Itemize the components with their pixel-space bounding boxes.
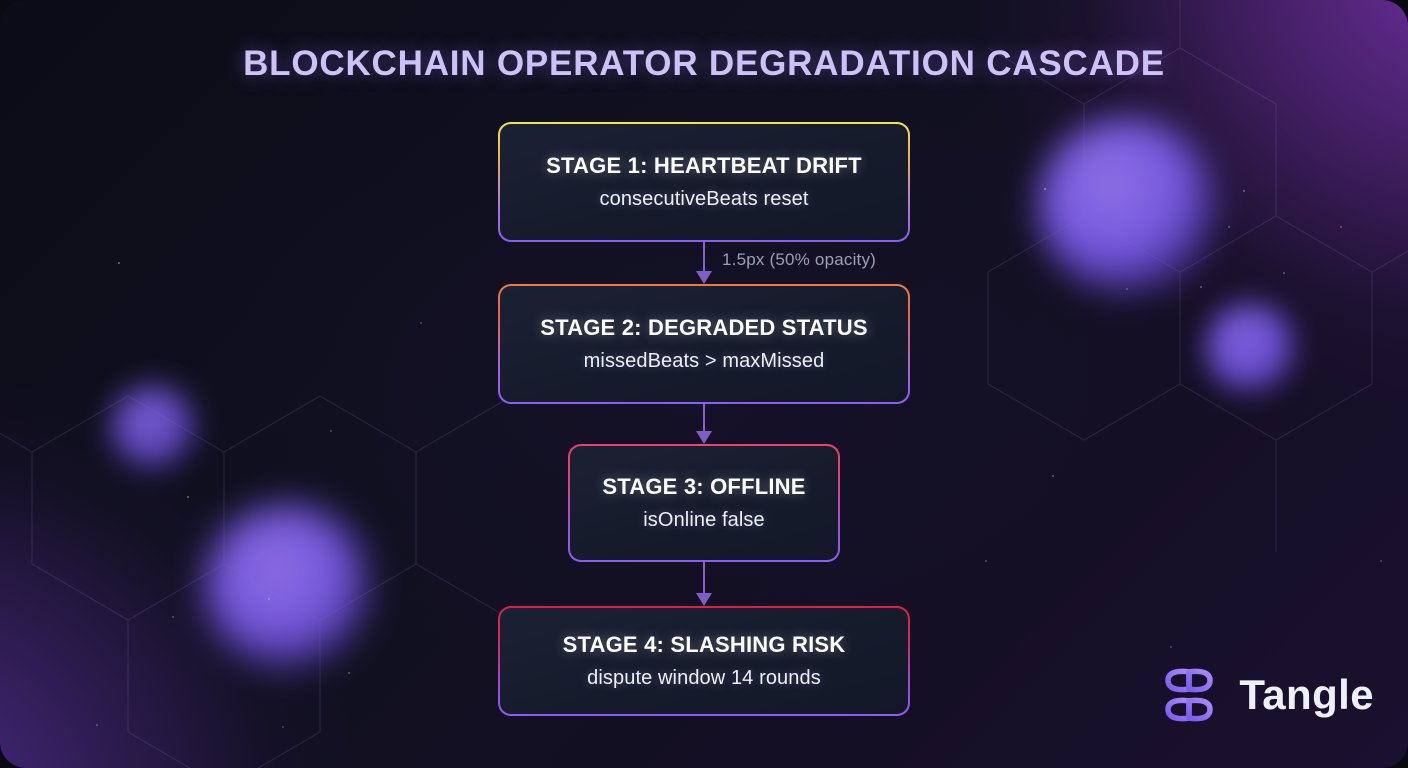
tangle-knot-icon — [1165, 668, 1214, 722]
connector-line — [703, 242, 705, 271]
arrow-head-icon — [696, 593, 712, 606]
connector-label: 1.5px (50% opacity) — [722, 250, 877, 269]
page-title: BLOCKCHAIN OPERATOR DEGRADATION CASCADE — [243, 44, 1165, 83]
brand-name: Tangle — [1239, 671, 1374, 718]
flow-node-subtitle: missedBeats > maxMissed — [583, 350, 825, 372]
flow-connector-1-2 — [696, 242, 712, 284]
flow-connector-2-3 — [696, 404, 712, 444]
flow-node-title: STAGE 4: SLASHING RISK — [562, 632, 846, 657]
flow-node-stage-1[interactable]: STAGE 1: HEARTBEAT DRIFT consecutiveBeat… — [498, 122, 910, 242]
flow-node-title: STAGE 1: HEARTBEAT DRIFT — [546, 153, 862, 178]
connector-line — [703, 562, 705, 593]
flow-node-subtitle: isOnline false — [643, 509, 765, 531]
flow-node-stage-2[interactable]: STAGE 2: DEGRADED STATUS missedBeats > m… — [498, 284, 910, 404]
flow-node-body: STAGE 4: SLASHING RISK dispute window 14… — [500, 608, 908, 714]
flow-node-subtitle: consecutiveBeats reset — [599, 188, 809, 210]
connector-line — [703, 404, 705, 431]
flow-node-stage-4[interactable]: STAGE 4: SLASHING RISK dispute window 14… — [498, 606, 910, 716]
flow-node-title: STAGE 2: DEGRADED STATUS — [540, 315, 868, 340]
flow-node-title: STAGE 3: OFFLINE — [602, 474, 806, 499]
flow-node-body: STAGE 1: HEARTBEAT DRIFT consecutiveBeat… — [500, 124, 908, 240]
flow-node-body: STAGE 3: OFFLINE isOnline false — [570, 446, 838, 560]
flow-node-subtitle: dispute window 14 rounds — [587, 667, 821, 689]
flow-node-stage-3[interactable]: STAGE 3: OFFLINE isOnline false — [568, 444, 840, 562]
flow-node-body: STAGE 2: DEGRADED STATUS missedBeats > m… — [500, 286, 908, 402]
flow-connector-3-4 — [696, 562, 712, 606]
brand-lockup: Tangle — [1156, 666, 1374, 724]
arrow-head-icon — [696, 431, 712, 444]
arrow-head-icon — [696, 271, 712, 284]
